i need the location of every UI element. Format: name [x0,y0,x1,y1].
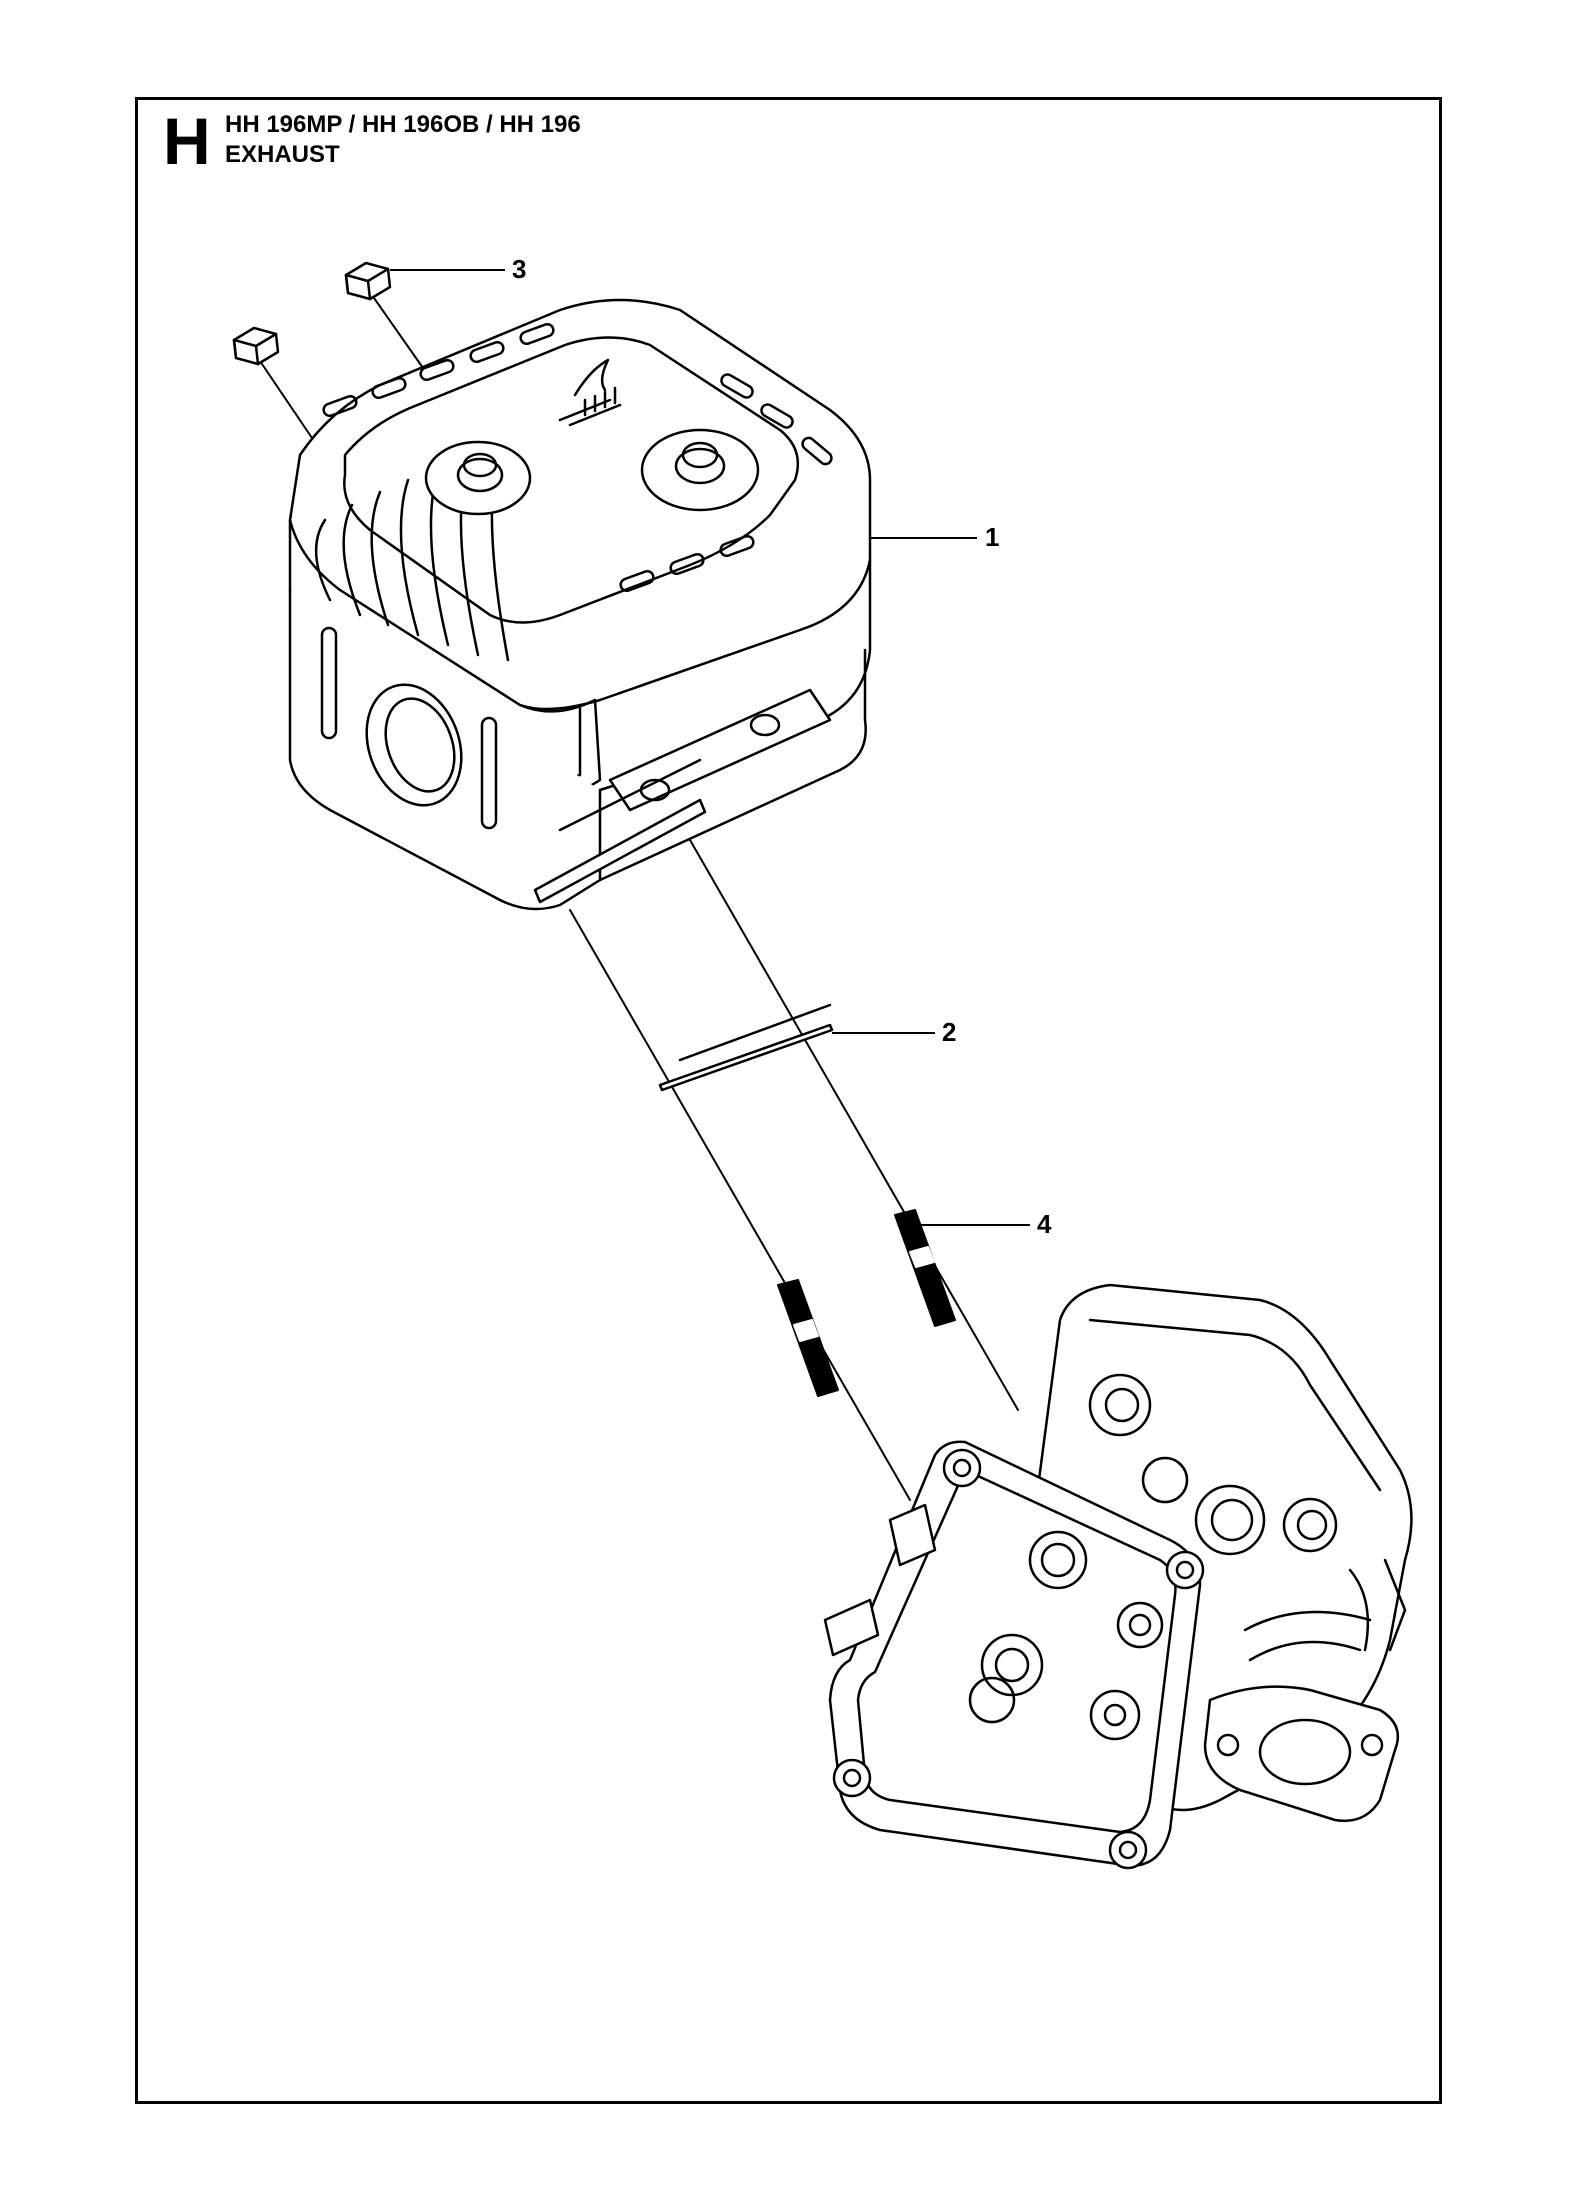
callout-4: 4 [1037,1209,1052,1239]
callout-2: 2 [942,1017,956,1047]
stud-left [777,1279,839,1397]
nut-left [232,326,280,366]
callout-3: 3 [512,254,526,284]
muffler [288,298,872,911]
callout-1: 1 [985,522,999,552]
section-letter: H [163,104,211,178]
model-list: HH 196MP / HH 196OB / HH 196 [225,111,581,138]
nut-right [344,261,392,301]
page-frame [135,97,1442,2104]
stud-right [894,1209,956,1327]
page-title: EXHAUST [225,141,340,168]
cylinder-head [823,1283,1413,1870]
gasket [658,1003,834,1092]
assembly-centerlines [261,297,1019,1501]
